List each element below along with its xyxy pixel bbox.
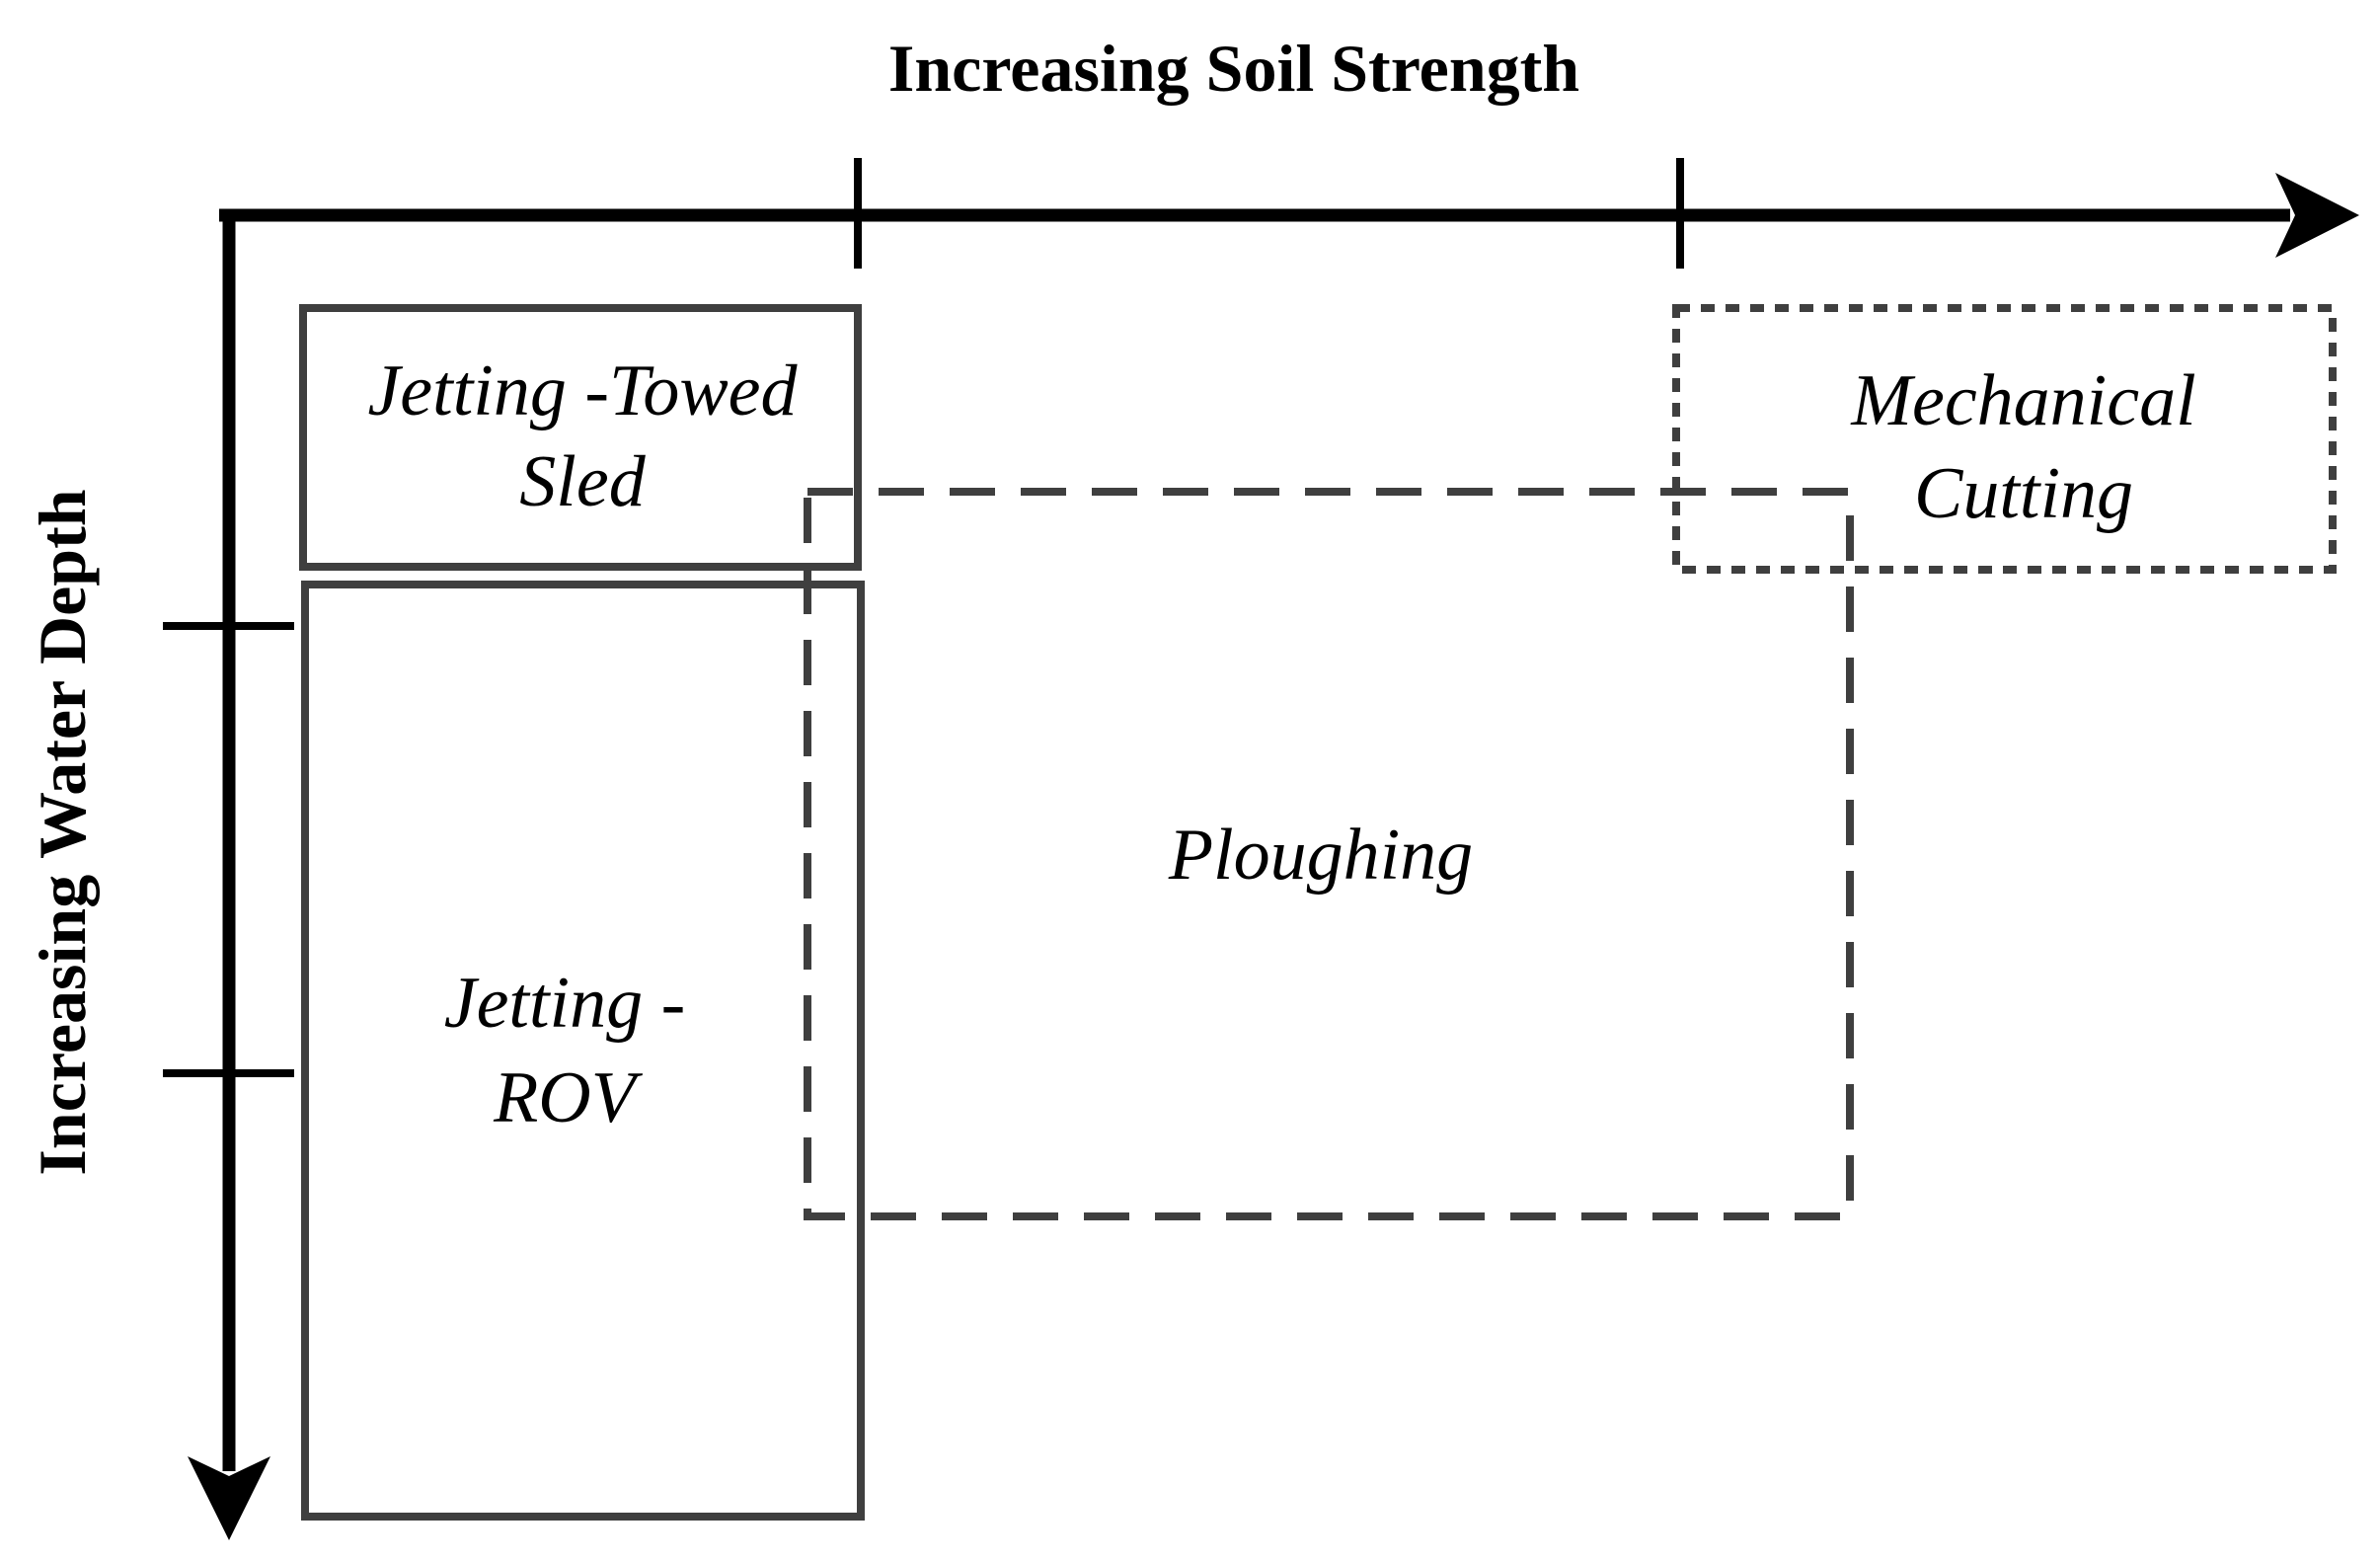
mechanical-cutting-label-line2: Cutting: [1914, 453, 2133, 534]
ploughing-box: [804, 488, 1854, 1220]
y-axis-arrowhead: [188, 1456, 270, 1540]
x-axis-arrowhead: [2275, 173, 2359, 258]
x-axis-title: Increasing Soil Strength: [888, 31, 1579, 106]
region-ploughing: Ploughing: [804, 488, 1854, 1220]
axes: [163, 158, 2359, 1540]
region-jetting-rov: Jetting - ROV: [301, 581, 865, 1521]
mechanical-cutting-box: [1672, 304, 2337, 574]
jetting-towed-sled-label-line2: Sled: [519, 441, 646, 522]
region-jetting-towed-sled: Jetting -Towed Sled: [299, 304, 862, 571]
jetting-rov-label-line1: Jetting -: [444, 963, 686, 1044]
y-axis-title: Increasing Water Depth: [25, 489, 100, 1175]
region-mechanical-cutting: Mechanical Cutting: [1672, 304, 2337, 574]
jetting-towed-sled-label-line1: Jetting -Towed: [367, 351, 798, 431]
jetting-rov-label-line2: ROV: [493, 1057, 644, 1138]
jetting-rov-box: [301, 581, 865, 1521]
ploughing-label: Ploughing: [1168, 815, 1473, 896]
jetting-towed-sled-box: [299, 304, 862, 571]
mechanical-cutting-label-line1: Mechanical: [1850, 360, 2195, 441]
